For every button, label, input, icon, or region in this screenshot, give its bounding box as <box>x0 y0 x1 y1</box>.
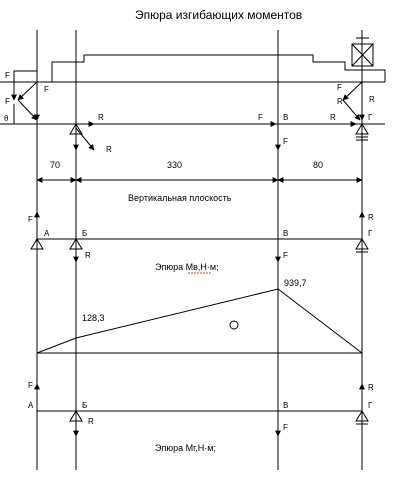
label-f-left-top: F <box>5 71 10 80</box>
moment-diagram-1-label: Эпюра Mв,Н·м; <box>155 262 219 272</box>
label-r-g-1: R <box>337 97 343 106</box>
dimension-80: 80 <box>313 160 323 170</box>
diagram-title: Эпюра изгибающих моментов <box>135 8 302 22</box>
label-b-horz: Б <box>82 401 87 410</box>
label-b-vert: Б <box>82 229 87 238</box>
moment-value-128: 128,3 <box>82 313 105 323</box>
dimension-70: 70 <box>50 160 60 170</box>
label-r-g-3: R <box>330 113 336 122</box>
label-v-horz: В <box>283 401 288 410</box>
label-r-b-horz: R <box>88 417 94 426</box>
center-mark <box>229 320 239 330</box>
label-v-vert: В <box>283 229 288 238</box>
label-a-horz: А <box>28 401 34 410</box>
moment-value-939: 939,7 <box>284 278 307 288</box>
label-g-shaft: Г <box>368 113 373 122</box>
label-f-left-right: F <box>44 85 49 94</box>
left-forces <box>11 81 40 124</box>
label-f-a-horz: F <box>28 381 33 390</box>
point-v-shaft <box>263 121 281 151</box>
label-theta: θ <box>4 114 9 123</box>
vertical-plane-beam <box>30 211 369 263</box>
label-a-vert: А <box>44 229 50 238</box>
plane-label: Вертикальная плоскость <box>128 193 232 203</box>
support-b-shaft <box>69 121 95 151</box>
horizontal-plane-beam <box>34 383 369 437</box>
support-g-shaft <box>338 81 369 141</box>
label-r-g-horz: R <box>368 383 374 392</box>
shaft-outline <box>0 32 386 83</box>
label-r-b-vert: R <box>85 251 91 260</box>
label-r-b-2: R <box>106 145 112 154</box>
label-g-horz: Г <box>368 401 373 410</box>
label-r-b-1: R <box>98 113 104 122</box>
label-f-v-axis: F <box>258 113 263 122</box>
moment-diagram-1-curve <box>36 288 363 354</box>
label-f-v-vert: F <box>283 251 288 260</box>
label-v-shaft: В <box>283 113 288 122</box>
label-f-g-1: F <box>337 83 342 92</box>
label-r-g-vert: R <box>368 213 374 222</box>
label-r-g-2: R <box>369 95 375 104</box>
label-f-a-vert: F <box>28 215 33 224</box>
moment-diagram-2-label: Эпюра Mг,Н·м; <box>155 443 216 453</box>
label-f-v-horz: F <box>283 423 288 432</box>
dimension-330: 330 <box>167 160 182 170</box>
label-f-left-mid: F <box>5 97 10 106</box>
label-g-vert: Г <box>368 229 373 238</box>
label-f-v-down: F <box>283 137 288 146</box>
